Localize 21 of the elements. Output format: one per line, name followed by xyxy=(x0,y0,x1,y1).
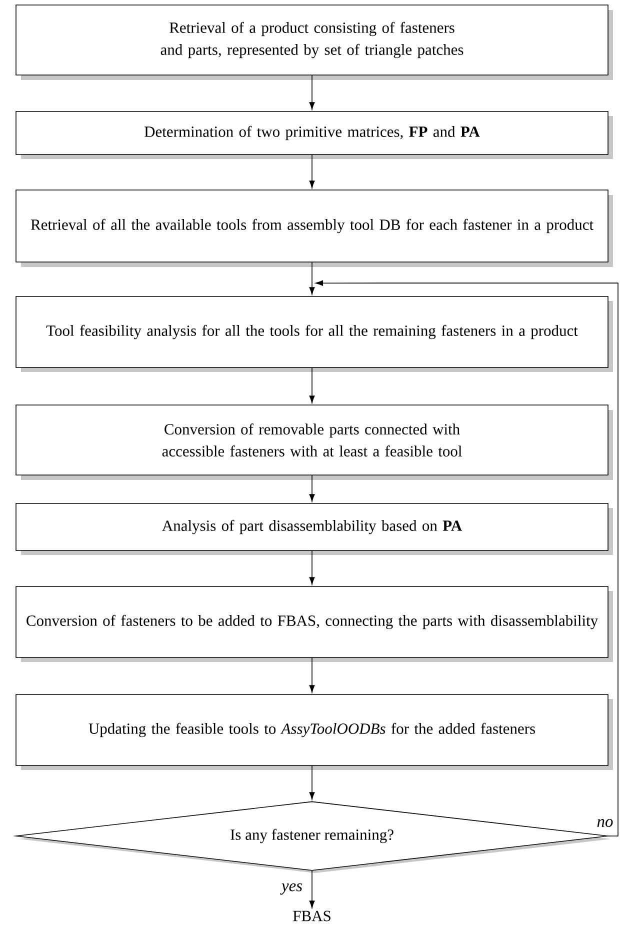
arrow xyxy=(309,154,315,188)
process-box: Conversion of fasteners to be added to FBAS, connecting the parts with disassemblability xyxy=(16,586,613,662)
arrow xyxy=(309,368,315,404)
process-box: Determination of two primitive matrices, FP and PA xyxy=(16,111,613,159)
process-box: Conversion of removable parts connected with accessible fasteners with at least a feasible tool xyxy=(16,404,613,480)
edge-label: yes xyxy=(280,883,302,895)
arrow xyxy=(309,658,315,693)
arrow xyxy=(309,75,315,110)
end-label: FBAS xyxy=(293,910,330,922)
process-box: Updating the feasible tools to AssyToolOODBs for the added fasteners xyxy=(16,694,613,770)
process-box: Tool feasibility analysis for all the tools for all the remaining fasteners in a product xyxy=(16,296,613,372)
process-box: Retrieval of a product consisting of fasteners and parts, represented by set of triangle patches xyxy=(16,4,613,80)
arrow xyxy=(309,475,315,502)
arrow xyxy=(315,280,618,836)
edge-label: no xyxy=(597,819,613,827)
process-box: Analysis of part disassemblability based on PA xyxy=(16,503,613,555)
arrow xyxy=(309,766,315,800)
process-box: Retrieval of all the available tools from assembly tool DB for each fastener in a product xyxy=(16,190,613,267)
arrow xyxy=(309,262,315,295)
arrow xyxy=(309,870,315,908)
arrow xyxy=(309,550,315,585)
